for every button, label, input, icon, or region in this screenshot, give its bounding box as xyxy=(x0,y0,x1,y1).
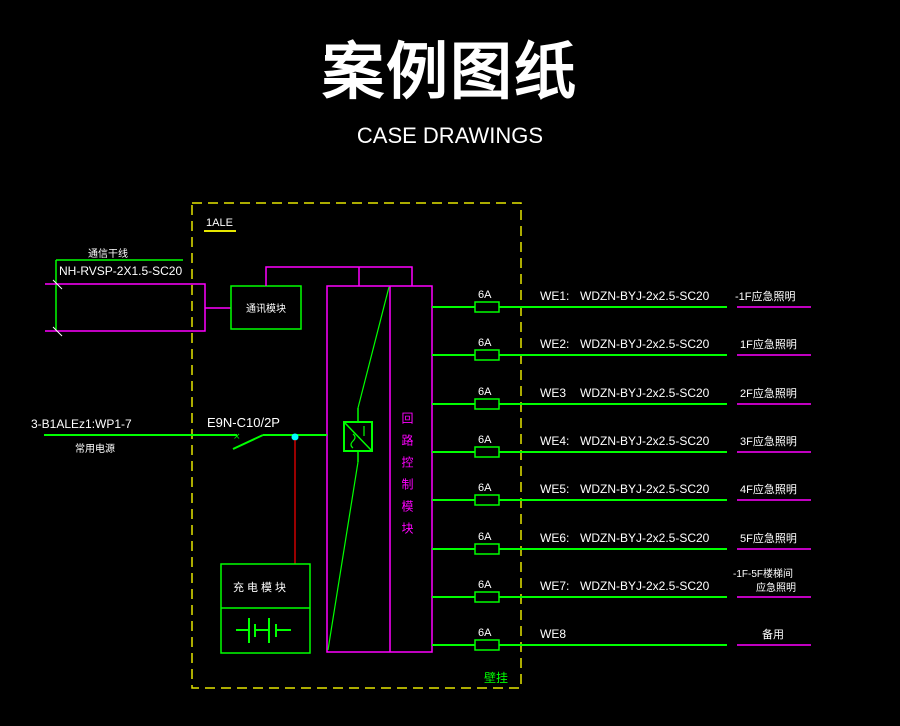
comm-cable-spec: NH-RVSP-2X1.5-SC20 xyxy=(59,264,182,278)
circuit-cable-spec: WDZN-BYJ-2x2.5-SC20 xyxy=(580,386,710,400)
panel-id: 1ALE xyxy=(206,217,233,229)
comm-tick-bottom xyxy=(52,326,63,337)
fuse-icon xyxy=(474,301,500,313)
circuit-list: 6A WE1: WDZN-BYJ-2x2.5-SC20 -1F应急照明 6A WE2: WD… xyxy=(432,289,811,651)
fuse-rating: 6A xyxy=(478,531,492,543)
circuit-cable-spec: WDZN-BYJ-2x2.5-SC20 xyxy=(580,434,710,448)
panel-mount-label: 壁挂 xyxy=(484,670,508,685)
main-module-box xyxy=(326,285,433,653)
fuse-rating: 6A xyxy=(478,579,492,591)
circuit-load: 2F应急照明 xyxy=(740,386,797,400)
circuit-cable-spec: WDZN-BYJ-2x2.5-SC20 xyxy=(580,531,710,545)
circuit-load: 3F应急照明 xyxy=(740,434,797,448)
fuse-rating: 6A xyxy=(478,289,492,301)
circuit-id: WE8 xyxy=(540,627,566,641)
control-module-label: 回路控制模块 xyxy=(400,412,414,544)
circuit-load-line2: 应急照明 xyxy=(756,581,796,594)
breaker-spec: E9N-C10/2P xyxy=(207,415,280,430)
circuit-id: WE4: xyxy=(540,434,569,448)
fuse-icon xyxy=(474,446,500,458)
circuit-id: WE3 xyxy=(540,386,566,400)
circuit-load: 备用 xyxy=(762,627,784,641)
circuit-id: WE6: xyxy=(540,531,569,545)
circuit-load: 4F应急照明 xyxy=(740,482,797,496)
fuse-rating: 6A xyxy=(478,434,492,446)
circuit-id: WE5: xyxy=(540,482,569,496)
circuit-load: -1F应急照明 xyxy=(735,289,796,303)
circuit-load: 1F应急照明 xyxy=(740,337,797,351)
comm-module-link xyxy=(265,266,413,286)
battery-icon xyxy=(236,618,291,643)
charger-module-label: 充电模块 xyxy=(233,580,289,594)
page-title: 案例图纸 xyxy=(321,35,578,108)
input-source-label: 常用电源 xyxy=(75,442,115,455)
circuit-id: WE1: xyxy=(540,289,569,303)
fuse-icon xyxy=(474,349,500,361)
fuse-icon xyxy=(474,543,500,555)
fuse-icon xyxy=(474,494,500,506)
input-source-ref: 3-B1ALEz1:WP1-7 xyxy=(31,417,132,431)
circuit-id: WE2: xyxy=(540,337,569,351)
comm-bus-loop xyxy=(45,283,206,332)
circuit-cable-spec: WDZN-BYJ-2x2.5-SC20 xyxy=(580,289,710,303)
panel-enclosure xyxy=(191,202,522,689)
diagonal-lower xyxy=(327,461,359,651)
comm-tick-top xyxy=(52,279,63,290)
fuse-rating: 6A xyxy=(478,482,492,494)
fuse-icon xyxy=(474,398,500,410)
circuit-load: -1F-5F楼梯间 xyxy=(733,567,793,580)
diagonal-upper xyxy=(357,286,390,409)
circuit-load: 5F应急照明 xyxy=(740,531,797,545)
fuse-icon xyxy=(474,639,500,651)
fuse-rating: 6A xyxy=(478,337,492,349)
circuit-cable-spec: WDZN-BYJ-2x2.5-SC20 xyxy=(580,482,710,496)
junction-tap xyxy=(291,433,299,441)
fuse-rating: 6A xyxy=(478,386,492,398)
page-subtitle: CASE DRAWINGS xyxy=(356,123,544,148)
fuse-rating: 6A xyxy=(478,627,492,639)
circuit-cable-spec: WDZN-BYJ-2x2.5-SC20 xyxy=(580,579,710,593)
breaker-contact-mark: × xyxy=(233,432,241,442)
breaker-switch-blade xyxy=(232,434,264,450)
comm-module-label: 通讯模块 xyxy=(246,303,286,315)
circuit-cable-spec: WDZN-BYJ-2x2.5-SC20 xyxy=(580,337,710,351)
comm-trunk-label: 通信干线 xyxy=(88,247,128,260)
circuit-id: WE7: xyxy=(540,579,569,593)
fuse-icon xyxy=(474,591,500,603)
inverter-icon xyxy=(343,421,373,452)
